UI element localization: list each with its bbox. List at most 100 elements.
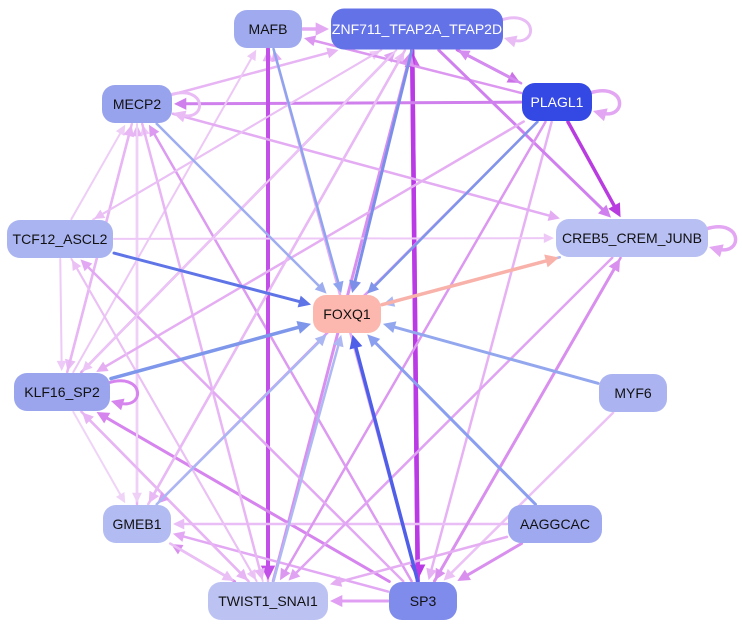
node-label: FOXQ1	[323, 306, 371, 322]
edge-arrowhead	[254, 567, 265, 581]
self-loop-edge	[499, 16, 533, 43]
edge-twist1_snai1-to-tcf12_ascl2	[74, 264, 258, 583]
edge-arrowhead	[94, 209, 106, 219]
node-mafb[interactable]: MAFB	[234, 10, 302, 48]
edge-arrowhead	[80, 259, 93, 272]
node-shape	[331, 8, 503, 50]
node-aaggcac[interactable]: AAGGCAC	[508, 505, 602, 543]
edge-arrowhead	[457, 569, 471, 581]
node-label: GMEB1	[112, 516, 161, 532]
node-shape	[234, 10, 302, 48]
edge-sp3-to-foxq1	[353, 342, 420, 583]
node-label: ZNF711_TFAP2A_TFAP2D	[332, 21, 502, 37]
edge-arrowhead	[458, 50, 471, 61]
edge-plagl1-to-mecp2	[181, 100, 523, 106]
edge-plagl1-to-znf711_tfap2a_tfap2d	[463, 52, 523, 85]
edge-arrowhead	[329, 576, 343, 587]
node-klf16_sp2[interactable]: KLF16_SP2	[14, 373, 110, 411]
node-creb5_crem_junb[interactable]: CREB5_CREM_JUNB	[556, 219, 708, 257]
edge-sp3-to-tcf12_ascl2	[84, 263, 405, 583]
node-plagl1[interactable]: PLAGL1	[522, 83, 592, 121]
node-shape	[7, 220, 113, 258]
edge-arrowhead	[280, 567, 291, 581]
edge-arrowhead	[173, 110, 187, 123]
edge-arrowhead	[303, 35, 317, 47]
edge-arrowhead	[332, 280, 344, 294]
edge-arrowhead	[148, 124, 160, 138]
edge-znf711_tfap2a_tfap2d-to-creb5_crem_junb	[437, 48, 607, 214]
node-shape	[313, 295, 381, 333]
node-label: TCF12_ASCL2	[13, 231, 108, 247]
node-tcf12_ascl2[interactable]: TCF12_ASCL2	[7, 220, 113, 258]
edge-klf16_sp2-to-foxq1	[109, 324, 304, 381]
node-znf711_tfap2a_tfap2d[interactable]: ZNF711_TFAP2A_TFAP2D	[331, 8, 503, 50]
edge-arrowhead	[56, 360, 67, 372]
edge-arrowhead	[349, 334, 363, 350]
edge-znf711_tfap2a_tfap2d-to-sp3	[409, 48, 420, 572]
node-twist1_snai1[interactable]: TWIST1_SNAI1	[208, 582, 328, 620]
edge-sp3-to-creb5_crem_junb	[432, 264, 618, 583]
edge-arrowhead	[593, 108, 608, 122]
edge-arrowhead	[148, 490, 160, 504]
node-gmeb1[interactable]: GMEB1	[103, 505, 171, 543]
edge-myf6-to-foxq1	[389, 324, 600, 385]
edge-klf16_sp2-to-mafb	[72, 54, 254, 374]
edge-arrowhead	[246, 49, 257, 62]
edge-arrowhead	[367, 281, 380, 294]
node-shape	[208, 582, 328, 620]
node-label: AAGGCAC	[520, 516, 590, 532]
node-sp3[interactable]: SP3	[389, 582, 457, 620]
node-shape	[522, 83, 592, 121]
node-label: MECP2	[113, 96, 161, 112]
edge-tcf12_ascl2-to-creb5_crem_junb	[113, 237, 548, 240]
edge-tcf12_ascl2-to-foxq1	[112, 251, 305, 304]
edge-arrowhead	[330, 594, 343, 608]
node-label: TWIST1_SNAI1	[218, 593, 318, 609]
edge-aaggcac-to-foxq1	[371, 339, 537, 506]
self-loop-edge	[704, 225, 738, 252]
edge-plagl1-to-creb5_crem_junb	[566, 120, 618, 211]
edge-arrowhead	[315, 22, 329, 36]
edge-arrowhead	[709, 244, 724, 258]
edge-arrowhead	[314, 334, 327, 347]
edge-arrowhead	[504, 35, 518, 48]
edge-arrowhead	[597, 204, 612, 218]
edge-mafb-to-foxq1	[272, 47, 341, 287]
edge-arrowhead	[443, 568, 456, 581]
node-mecp2[interactable]: MECP2	[102, 85, 172, 123]
node-shape	[599, 374, 667, 412]
edge-arrowhead	[115, 491, 126, 504]
edge-arrowhead	[326, 47, 339, 59]
edge-arrowhead	[123, 124, 135, 138]
node-myf6[interactable]: MYF6	[599, 374, 667, 412]
node-shape	[556, 219, 708, 257]
edge-arrowhead	[96, 361, 109, 372]
edge-arrowhead	[71, 259, 82, 272]
edge-arrowhead	[173, 97, 187, 110]
edge-arrowhead	[349, 279, 361, 294]
edge-arrowhead	[332, 334, 344, 348]
edge-layer	[56, 16, 738, 608]
edge-arrowhead	[544, 254, 559, 268]
node-shape	[14, 373, 110, 411]
edge-sp3-to-gmeb1	[179, 534, 390, 593]
node-shape	[508, 505, 602, 543]
edge-arrowhead	[132, 492, 142, 503]
self-loop-edge	[588, 89, 622, 116]
node-label: MAFB	[249, 21, 288, 37]
edge-myf6-to-sp3	[447, 411, 615, 577]
node-label: KLF16_SP2	[24, 384, 100, 400]
edge-arrowhead	[288, 568, 301, 581]
edge-znf711_tfap2a_tfap2d-to-tcf12_ascl2	[99, 49, 383, 217]
edge-aaggcac-to-sp3	[463, 542, 524, 579]
edge-gmeb1-to-twist1_snai1	[168, 542, 229, 579]
node-foxq1[interactable]: FOXQ1	[313, 295, 381, 333]
node-label: PLAGL1	[531, 94, 584, 110]
edge-plagl1-to-sp3	[429, 120, 553, 574]
edge-sp3-to-klf16_sp2	[102, 414, 391, 583]
node-label: CREB5_CREM_JUNB	[562, 230, 702, 246]
self-loop-edge	[106, 379, 140, 406]
edge-sp3-to-mecp2	[151, 130, 413, 583]
